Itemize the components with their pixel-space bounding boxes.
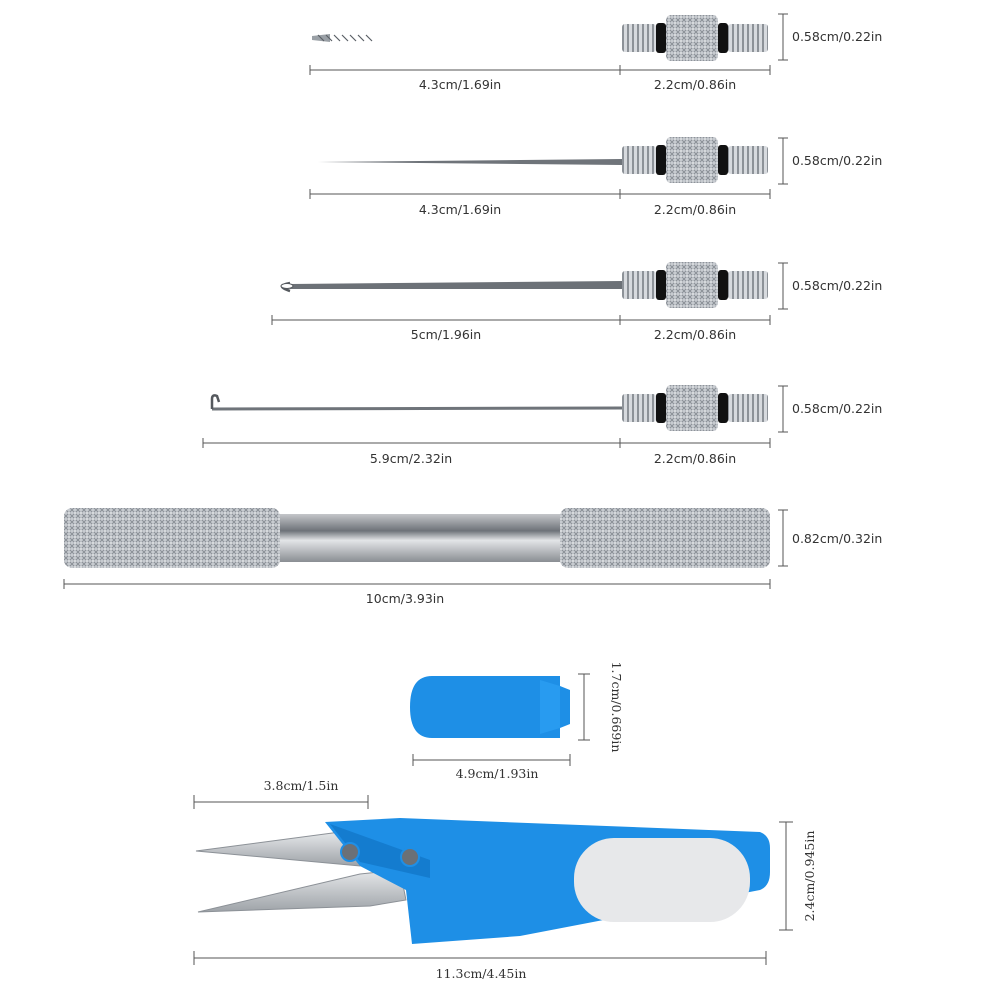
length-label: 4.3cm/1.69in bbox=[419, 77, 501, 92]
handle-diameter-label: 0.82cm/0.32in bbox=[792, 531, 882, 546]
grip-pad bbox=[574, 838, 750, 922]
dimension-lines bbox=[309, 137, 788, 199]
length-label: 5cm/1.96in bbox=[411, 327, 481, 342]
diameter-label: 0.58cm/0.22in bbox=[792, 278, 882, 293]
thread-snips bbox=[195, 818, 770, 944]
hook-needle bbox=[210, 385, 768, 431]
dimension-lines bbox=[193, 795, 793, 965]
scissors-length-label: 11.3cm/4.45in bbox=[436, 966, 527, 981]
splicing-needle bbox=[280, 262, 768, 308]
pivot-rivet bbox=[340, 842, 360, 862]
diameter-label: 0.58cm/0.22in bbox=[792, 401, 882, 416]
length-label: 4.3cm/1.69in bbox=[419, 202, 501, 217]
needle-head bbox=[622, 262, 768, 308]
needle-head bbox=[622, 137, 768, 183]
blade-length-label: 3.8cm/1.5in bbox=[264, 778, 339, 793]
dimension-lines bbox=[271, 262, 788, 325]
dimension-lines bbox=[412, 673, 590, 766]
dimension-lines bbox=[309, 13, 788, 75]
diameter-label: 0.58cm/0.22in bbox=[792, 29, 882, 44]
needle-head bbox=[622, 15, 768, 61]
handle-tube bbox=[278, 514, 564, 562]
cap-height-label: 1.7cm/0.669in bbox=[609, 662, 624, 753]
baiting-needle bbox=[318, 137, 768, 183]
needle-shaft bbox=[318, 159, 622, 165]
length-label: 5.9cm/2.32in bbox=[370, 451, 452, 466]
needle-head bbox=[622, 385, 768, 431]
dimension-lines bbox=[202, 385, 788, 448]
drill-needle bbox=[312, 15, 768, 61]
pivot-rivet bbox=[400, 847, 420, 867]
head-length-label: 2.2cm/0.86in bbox=[654, 77, 736, 92]
head-length-label: 2.2cm/0.86in bbox=[654, 451, 736, 466]
handle-grip-right bbox=[560, 508, 770, 568]
scissors-height-label: 2.4cm/0.945in bbox=[802, 831, 817, 922]
needle-shaft bbox=[211, 406, 623, 411]
head-length-label: 2.2cm/0.86in bbox=[654, 202, 736, 217]
head-length-label: 2.2cm/0.86in bbox=[654, 327, 736, 342]
cap-width-label: 4.9cm/1.93in bbox=[456, 766, 539, 781]
needle-shaft bbox=[290, 281, 622, 289]
diameter-label: 0.58cm/0.22in bbox=[792, 153, 882, 168]
handle-grip-left bbox=[64, 508, 280, 568]
handle-length-label: 10cm/3.93in bbox=[366, 591, 444, 606]
scissor-cap bbox=[410, 676, 570, 738]
dimension-lines bbox=[63, 509, 788, 589]
hook-tip bbox=[210, 394, 221, 409]
lower-blade bbox=[197, 869, 407, 913]
tool-handle bbox=[64, 508, 770, 568]
